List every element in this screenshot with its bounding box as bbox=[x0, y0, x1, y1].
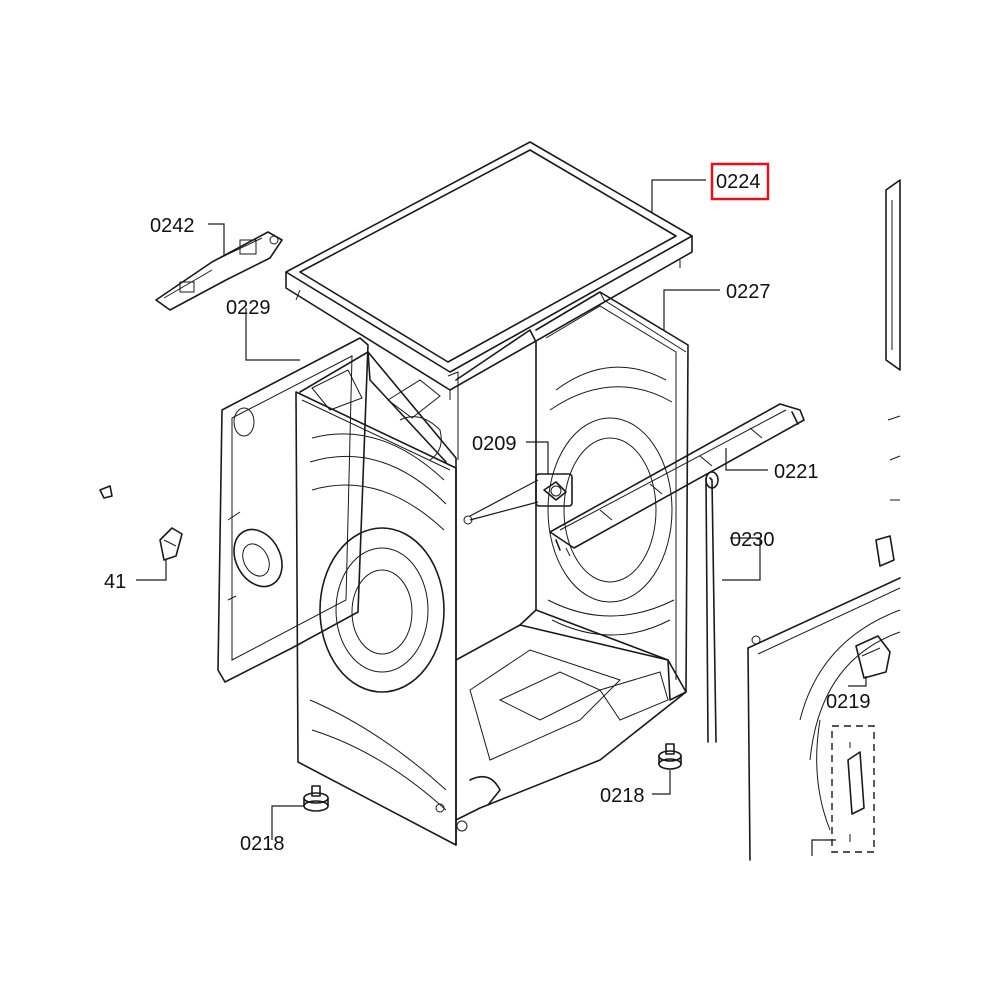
label-small-clip[interactable]: 41 bbox=[104, 571, 126, 593]
label-foot-right[interactable]: 0218 bbox=[600, 785, 645, 807]
top-cover[interactable] bbox=[285, 141, 693, 400]
front-panel-swirls bbox=[309, 433, 447, 811]
label-top-cover[interactable]: 0224 bbox=[716, 171, 761, 193]
handle-inset bbox=[831, 725, 875, 853]
highlight-box bbox=[710, 162, 770, 201]
rod[interactable] bbox=[705, 471, 719, 743]
rear-panel[interactable] bbox=[217, 337, 369, 683]
label-top-bracket[interactable]: 0242 bbox=[150, 215, 195, 237]
front-side-panel bbox=[295, 391, 468, 846]
label-rod[interactable]: 0230 bbox=[730, 529, 775, 551]
label-right-side-panel[interactable]: 0227 bbox=[726, 281, 771, 303]
foot-right[interactable] bbox=[658, 743, 682, 770]
top-bracket[interactable] bbox=[155, 231, 283, 311]
label-foot-left[interactable]: 0218 bbox=[240, 833, 285, 855]
label-door-lock[interactable]: 0219 bbox=[826, 691, 871, 713]
part-labels: 0224 0242 0229 0227 0209 0221 0230 0218 … bbox=[104, 162, 871, 855]
label-cross-rail[interactable]: 0221 bbox=[774, 461, 819, 483]
front-door-panel bbox=[747, 535, 901, 861]
small-clip[interactable] bbox=[99, 485, 183, 561]
leader-lines bbox=[136, 179, 867, 856]
fastener[interactable] bbox=[463, 473, 573, 525]
right-side-panel[interactable] bbox=[535, 291, 689, 701]
right-panel-swirls bbox=[547, 366, 675, 636]
label-rear-panel[interactable]: 0229 bbox=[226, 297, 271, 319]
right-edge-fragment bbox=[885, 179, 901, 501]
cross-rail[interactable] bbox=[549, 403, 805, 557]
door-lock[interactable] bbox=[855, 635, 891, 679]
label-fastener[interactable]: 0209 bbox=[472, 433, 517, 455]
foot-left[interactable] bbox=[303, 785, 329, 812]
